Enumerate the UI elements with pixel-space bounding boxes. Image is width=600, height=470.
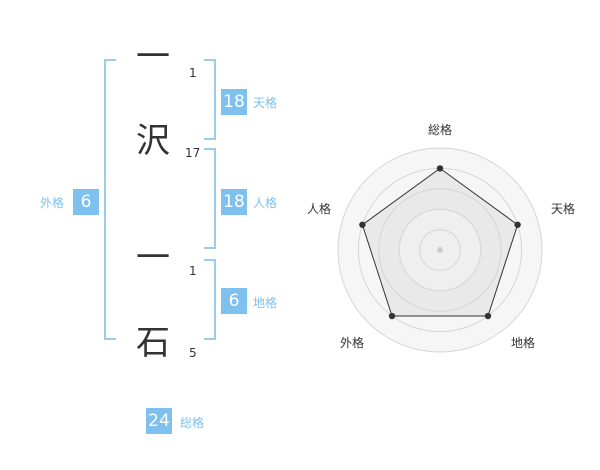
jinkaku-bracket xyxy=(204,148,216,249)
gaikaku-value: 6 xyxy=(73,189,99,215)
radar-point-5 xyxy=(359,221,366,228)
jinkaku-label: 人格 xyxy=(253,196,278,210)
radar-point-1 xyxy=(436,165,444,172)
stroke-count-3: 1 xyxy=(189,264,197,278)
radar-polygon xyxy=(361,167,519,317)
radar-axis-label-soukaku: 総格 xyxy=(428,123,453,137)
radar-axis-label-chikaku: 地格 xyxy=(511,336,536,350)
radar-axis-label-gaikaku: 外格 xyxy=(340,336,365,350)
radar-point-3 xyxy=(484,312,492,320)
soukaku-value: 24 xyxy=(146,408,172,434)
name-char-4: 石 xyxy=(136,323,170,363)
stroke-count-4: 5 xyxy=(189,346,197,360)
stroke-count-1: 1 xyxy=(189,66,197,80)
jinkaku-value: 18 xyxy=(221,189,247,215)
radar-axis-label-jinkaku: 人格 xyxy=(307,202,332,216)
name-char-1: 一 xyxy=(136,37,170,77)
tenkaku-value: 18 xyxy=(221,89,247,115)
chikaku-bracket xyxy=(204,259,216,340)
chikaku-label: 地格 xyxy=(253,296,278,310)
radar-grid xyxy=(337,147,543,353)
tenkaku-bracket xyxy=(204,59,216,140)
radar-center-dot xyxy=(437,247,443,253)
tenkaku-label: 天格 xyxy=(253,96,278,110)
soukaku-label: 総格 xyxy=(180,416,205,430)
name-char-3: 一 xyxy=(136,238,170,278)
gaikaku-bracket xyxy=(104,59,116,340)
radar-axis-label-tenkaku: 天格 xyxy=(551,202,576,216)
radar-point-4 xyxy=(388,312,396,320)
name-char-2: 沢 xyxy=(136,121,170,161)
radar-points xyxy=(359,165,521,320)
stroke-count-2: 17 xyxy=(185,146,201,160)
radar-point-2 xyxy=(514,221,521,228)
gaikaku-label: 外格 xyxy=(40,196,65,210)
chikaku-value: 6 xyxy=(221,288,247,314)
